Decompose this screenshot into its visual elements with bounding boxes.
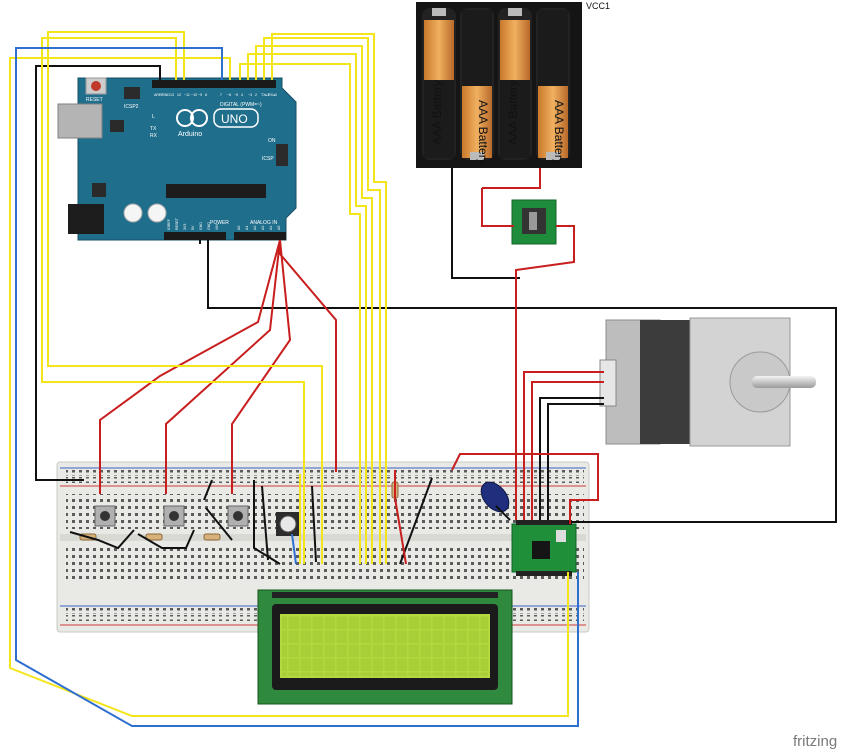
lcd-display	[257, 589, 513, 705]
reset-label: RESET	[86, 97, 103, 103]
wire-yellow	[271, 33, 387, 564]
power-pin-label: VIN	[215, 224, 219, 230]
wire-yellow	[263, 37, 381, 564]
wire-red	[481, 188, 514, 227]
power-pin-label: 5V	[191, 225, 195, 230]
battery-cell-label: AAA Battery	[506, 80, 520, 145]
battery-cell-label: AAA Battery	[552, 100, 566, 165]
wire-red	[482, 168, 541, 189]
top-pin-label: 4	[241, 93, 243, 97]
analog-pin-label: A2	[253, 226, 257, 230]
wire-black	[69, 529, 135, 550]
wire-red	[99, 239, 281, 494]
wire-blue	[291, 533, 297, 565]
wire-black	[205, 507, 233, 541]
wire-red	[279, 240, 337, 472]
top-pin-label: 12	[177, 93, 181, 97]
fritzing-logo: fritzing	[793, 733, 837, 750]
icsp-label: ICSP	[262, 156, 274, 162]
analog-pin-label: A3	[261, 226, 265, 230]
battery-cell-label: AAA Battery	[430, 80, 444, 145]
battery-cell	[460, 8, 494, 160]
wire-black	[203, 479, 213, 501]
battery-cell-label: AAA Battery	[476, 100, 490, 165]
top-pin-label: ~3	[248, 93, 252, 97]
icsp2-label: ICSP2	[124, 104, 139, 110]
led-l-label: L	[152, 114, 155, 120]
wire-yellow	[247, 53, 367, 564]
vcc-label: VCC1	[586, 1, 610, 11]
top-pin-label: ~11	[184, 93, 190, 97]
wire-yellow	[41, 37, 305, 564]
push-buttons	[94, 505, 249, 527]
stepper-driver-board	[511, 520, 577, 576]
wire-black	[495, 505, 511, 521]
wire-black	[451, 168, 520, 279]
stepper-motor	[599, 317, 816, 447]
analog-pin-label: A0	[237, 226, 241, 230]
led-on-label: ON	[268, 138, 276, 144]
power-pin-label: 3V3	[183, 224, 187, 230]
wire-yellow	[47, 31, 323, 564]
power-switch	[511, 199, 557, 245]
wire-black	[399, 477, 433, 565]
wire-red	[165, 239, 281, 494]
wire-black	[547, 403, 604, 520]
power-label: POWER	[210, 220, 229, 226]
wire-black	[207, 240, 837, 523]
top-pin-label: 8	[205, 93, 207, 97]
resistor	[145, 533, 163, 541]
top-pin-label: 7	[220, 93, 222, 97]
wire-black	[35, 65, 161, 481]
wire-red	[523, 371, 604, 520]
wire-red	[451, 453, 599, 524]
resistor	[203, 533, 221, 541]
wire-blue	[15, 47, 579, 727]
wire-red	[394, 470, 407, 565]
led-rx-label: RX	[150, 133, 158, 139]
wire-black	[539, 397, 604, 520]
top-pin-label: GND	[162, 93, 170, 97]
board-model: UNO	[221, 112, 248, 126]
analog-pin-label: A1	[245, 226, 249, 230]
wire-black	[137, 529, 195, 549]
wire-yellow	[255, 45, 373, 564]
battery-cell	[422, 8, 456, 160]
potentiometer	[276, 512, 300, 536]
wire-black	[261, 485, 269, 561]
top-pin-label: 2	[255, 93, 257, 97]
wire-yellow	[9, 57, 569, 717]
top-pin-label: ~9	[198, 93, 202, 97]
power-pin-label: GND	[199, 222, 203, 230]
capacitor	[480, 481, 510, 513]
wire-black	[253, 480, 281, 565]
analog-pin-label: A4	[269, 226, 273, 230]
top-pin-label: RX◂0	[268, 93, 277, 97]
power-pin-label: IOREF	[167, 218, 171, 230]
analog-pin-label: A5	[277, 226, 281, 230]
wire-red	[531, 381, 604, 520]
analog-label: ANALOG IN	[250, 220, 278, 226]
battery-cell	[536, 8, 570, 160]
wire-yellow	[239, 63, 361, 564]
top-pin-label: ~6	[227, 93, 231, 97]
arduino-uno: RESET ICSP2 ICSP UNO Arduino DIGITAL (PW…	[57, 77, 297, 241]
wires	[9, 31, 837, 727]
top-pin-label: AREF	[154, 93, 164, 97]
top-pin-label: TX▸1	[261, 93, 269, 97]
led-tx-label: TX	[150, 126, 157, 132]
power-pin-label: RESET	[175, 217, 179, 230]
brand-label: Arduino	[178, 131, 202, 138]
power-pin-label: GND	[207, 222, 211, 230]
top-pin-label: 13	[170, 93, 174, 97]
battery-cell	[498, 8, 532, 160]
wire-black	[311, 485, 317, 563]
top-pin-label: ~10	[191, 93, 197, 97]
top-pin-label: ~5	[234, 93, 238, 97]
battery-pack: AAA Battery AAA Battery AAA Battery AAA …	[416, 2, 582, 168]
digital-label: DIGITAL (PWM=~)	[220, 102, 262, 108]
wire-red	[515, 225, 575, 520]
